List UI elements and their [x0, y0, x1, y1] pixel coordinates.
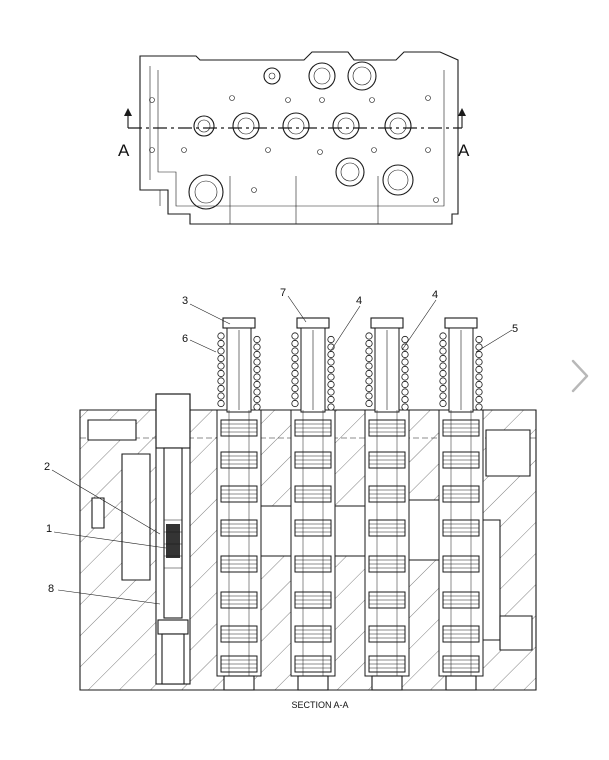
section-marker-left: A: [118, 141, 130, 160]
top-ports-upper: [263, 61, 377, 91]
next-image-button[interactable]: [560, 352, 600, 400]
top-view: A A: [118, 51, 470, 225]
spool-unit: [438, 317, 484, 677]
spool-unit: [216, 317, 262, 677]
section-marker-right: A: [458, 141, 470, 160]
callout-7: 7: [280, 287, 286, 299]
top-ports-section-row: [193, 112, 412, 140]
callout-leaders: [51, 295, 513, 605]
callout-1: 1: [46, 523, 52, 535]
spool-end-caps: [223, 675, 477, 691]
callout-5: 5: [512, 323, 518, 335]
section-cut-line: [124, 108, 466, 129]
callout-3: 3: [182, 295, 188, 307]
callout-labels: 3 7 4 4 6 5 2 1 8: [44, 287, 518, 595]
callout-8: 8: [48, 583, 54, 595]
callout-2: 2: [44, 461, 50, 473]
spool-units: [216, 317, 484, 677]
callout-4b: 4: [432, 289, 438, 301]
callout-4a: 4: [356, 295, 362, 307]
section-caption: SECTION A-A: [291, 700, 348, 710]
chevron-right-icon: [571, 359, 589, 393]
spool-unit: [364, 317, 410, 677]
top-ports-lower: [188, 157, 414, 210]
section-view: [79, 317, 537, 691]
relief-valve-cartridge: [155, 393, 191, 685]
callout-6: 6: [182, 333, 188, 345]
spool-unit: [290, 317, 336, 677]
